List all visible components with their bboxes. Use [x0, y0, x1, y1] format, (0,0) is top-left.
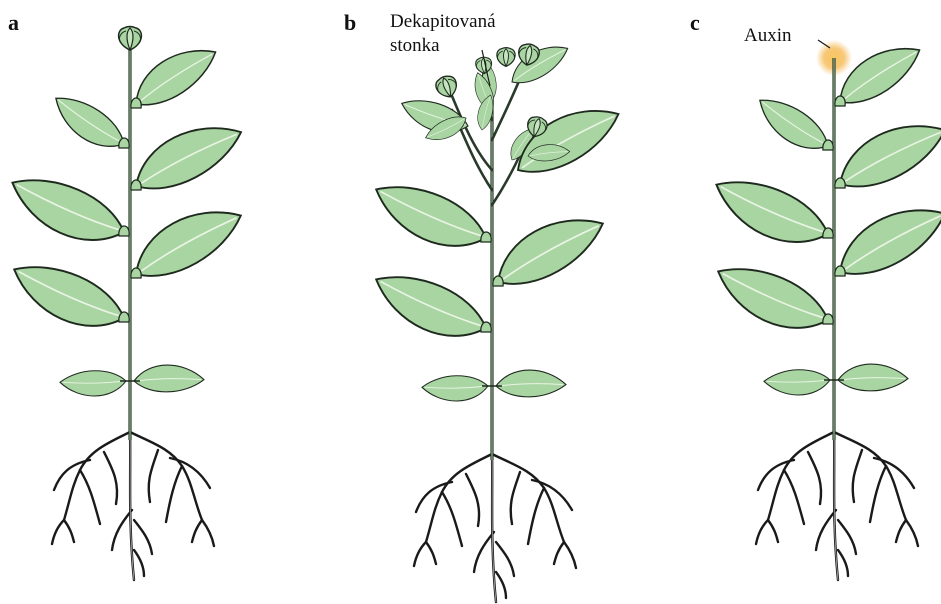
- plant-auxin-icon: [706, 33, 941, 580]
- plant-intact-icon: [2, 27, 251, 581]
- decapitated-stem-label-line2: stonka: [390, 34, 496, 58]
- decapitated-stem-label-line1: Dekapitovaná: [390, 10, 496, 34]
- decapitated-stem-label: Dekapitovaná stonka: [390, 10, 496, 58]
- panel-label-c: c: [690, 10, 700, 36]
- auxin-label: Auxin: [744, 24, 792, 48]
- plant-decapitated-icon: [366, 37, 628, 602]
- panel-label-a: a: [8, 10, 19, 36]
- panel-label-b: b: [344, 10, 356, 36]
